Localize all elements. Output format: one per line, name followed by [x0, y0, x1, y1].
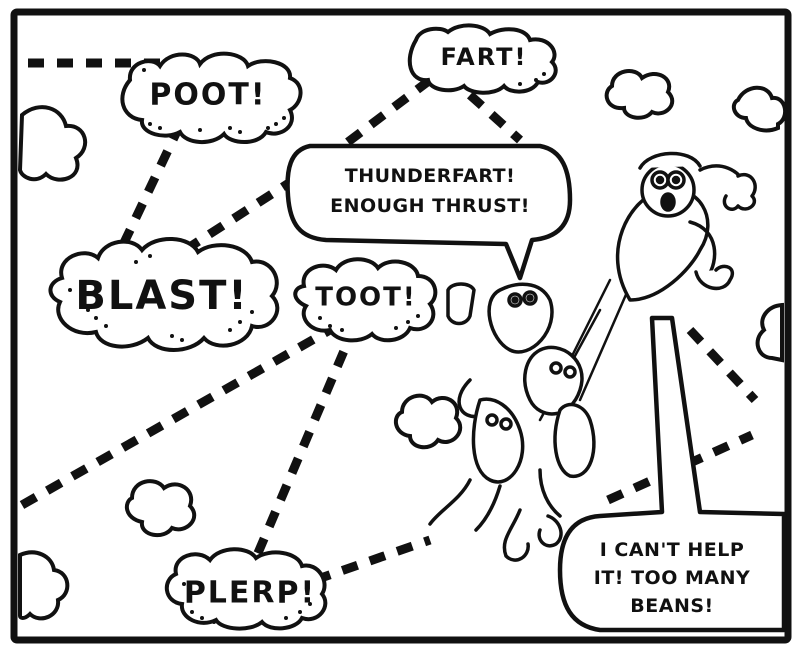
sfx-blast-cloud: BLAST!: [48, 236, 280, 352]
sfx-fart-cloud: FART!: [407, 23, 558, 95]
hat: [446, 282, 476, 326]
cloud-right-mid: [755, 302, 784, 363]
sfx-blast: BLAST!: [75, 273, 248, 319]
sfx-poot-cloud: POOT!: [120, 51, 303, 144]
speech-bottom-line3: BEANS!: [630, 595, 713, 617]
sfx-plerp-cloud: PLERP!: [165, 547, 328, 631]
sfx-toot: TOOT!: [315, 283, 417, 313]
speech-top-line2: ENOUGH THRUST!: [330, 195, 530, 217]
speech-bottom-line1: I CAN'T HELP: [600, 539, 745, 561]
cloud-left-bottom: [18, 550, 70, 621]
cloud-lower-left: [124, 479, 197, 538]
cloud-right-top: [731, 85, 788, 133]
decor-clouds: [17, 69, 788, 621]
speech-bottom-line2: IT! TOO MANY: [594, 567, 750, 589]
sfx-fart: FART!: [441, 43, 528, 71]
cloud-left-top: [17, 105, 88, 182]
speech-bubble-top: THUNDERFART! ENOUGH THRUST!: [285, 143, 573, 281]
speech-top-line1: THUNDERFART!: [345, 165, 515, 187]
falling-characters: [428, 151, 757, 562]
sfx-poot: POOT!: [149, 78, 266, 113]
sfx-toot-cloud: TOOT!: [293, 257, 438, 343]
speech-bubble-bottom: I CAN'T HELP IT! TOO MANY BEANS!: [557, 315, 787, 633]
cloud-top-right: [604, 69, 675, 120]
cloud-middle: [393, 393, 463, 450]
sfx-plerp: PLERP!: [184, 576, 316, 611]
